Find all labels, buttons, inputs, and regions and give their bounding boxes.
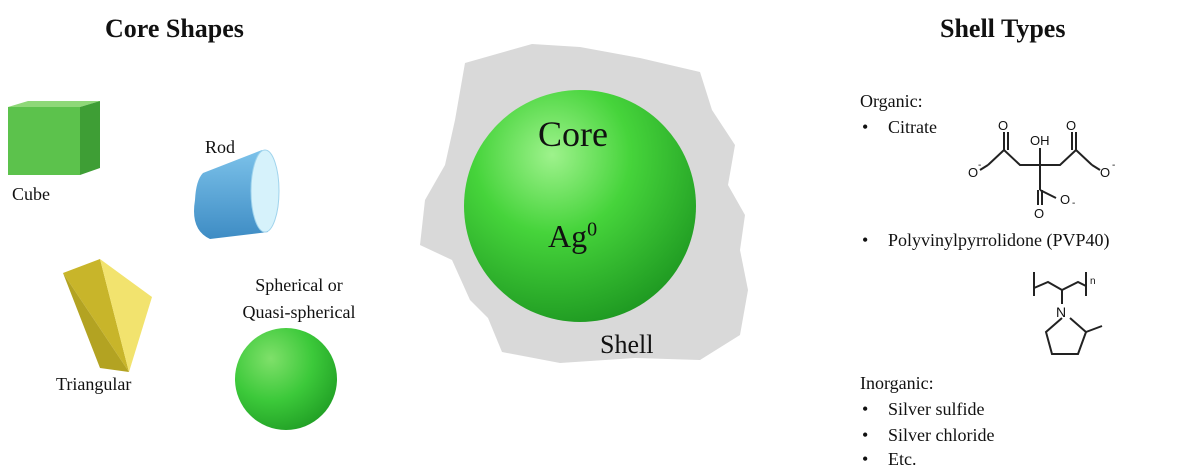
shell-types-heading: Shell Types [940,14,1066,43]
inorganic-item-label: Etc. [888,449,917,469]
spherical-label-line2: Quasi-spherical [242,302,356,322]
small-sphere-shape [235,328,337,430]
bullet-icon: • [862,425,869,445]
pvp-structure [1033,272,1103,355]
shell-label: Shell [600,330,654,359]
svg-text:O: O [1034,206,1044,221]
svg-text:-: - [978,160,981,171]
core-label: Core [538,114,608,154]
inorganic-item-label: Silver sulfide [888,399,985,419]
svg-text:n: n [1090,276,1096,287]
triangular-shape [63,259,152,372]
svg-text:N: N [1056,304,1066,320]
organic-item-pvp: • Polyvinylpyrrolidone (PVP40) [862,227,1110,253]
organic-item-label: Polyvinylpyrrolidone (PVP40) [888,230,1110,250]
core-shapes-heading: Core Shapes [105,14,244,43]
spherical-label: Spherical or Quasi-spherical [234,272,364,326]
bullet-icon: • [862,117,869,137]
svg-text:O: O [1066,118,1076,133]
pvp-labels: N n [1056,276,1096,320]
bullet-icon: • [862,399,869,419]
svg-text:O: O [1060,192,1070,207]
svg-text:O: O [968,165,978,180]
bullet-icon: • [862,230,869,250]
citrate-structure [979,132,1101,205]
cube-shape [8,101,100,175]
svg-text:OH: OH [1030,133,1050,148]
organic-heading: Organic: [860,91,923,111]
organic-item-label: Citrate [888,117,937,137]
inorganic-item-label: Silver chloride [888,425,995,445]
inorganic-heading: Inorganic: [860,373,934,393]
ag-oxidation-state: 0 [587,218,598,241]
inorganic-item: • Silver sulfide [862,396,985,422]
cube-label: Cube [12,184,50,204]
organic-item-citrate: • Citrate [862,114,937,140]
ag-symbol: Ag [548,218,588,254]
inorganic-item: • Silver chloride [862,422,994,448]
inorganic-item: • Etc. [862,448,917,470]
svg-text:O: O [998,118,1008,133]
spherical-label-line1: Spherical or [255,275,343,295]
citrate-labels: O O OH O O O O - - - [968,118,1115,221]
svg-text:-: - [1112,160,1115,171]
bullet-icon: • [862,449,869,469]
svg-text:O: O [1100,165,1110,180]
triangular-label: Triangular [56,374,132,394]
core-sphere [464,90,696,322]
rod-label: Rod [205,137,236,157]
ag-label: Ag0 [548,218,597,255]
rod-shape [194,149,280,239]
svg-text:-: - [1072,198,1075,209]
